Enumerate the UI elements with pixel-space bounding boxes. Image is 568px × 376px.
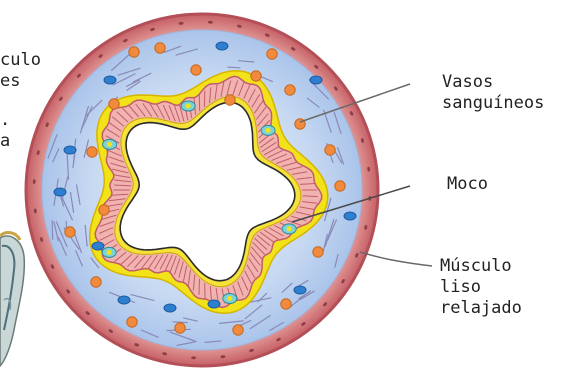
vessel-artery bbox=[155, 43, 165, 53]
vessel-artery bbox=[99, 205, 109, 215]
vessel-vein bbox=[294, 286, 306, 294]
label-line: Vasos bbox=[442, 72, 544, 93]
gland-mucus bbox=[227, 296, 232, 301]
vessel-artery bbox=[87, 147, 97, 157]
adjacent-structure-fragment bbox=[0, 233, 24, 366]
left-partial-line: culo bbox=[0, 50, 41, 71]
vessel-artery bbox=[251, 71, 261, 81]
vessel-vein bbox=[344, 212, 356, 220]
vessel-artery bbox=[191, 65, 201, 75]
connective-fiber bbox=[52, 221, 53, 240]
label-blood-vessels: Vasos sanguíneos bbox=[442, 72, 544, 114]
vessel-vein bbox=[310, 76, 322, 84]
gland-mucus bbox=[107, 142, 112, 147]
gland-mucus bbox=[186, 104, 191, 109]
left-partial-label: culo es . a bbox=[0, 50, 41, 152]
vessel-artery bbox=[175, 323, 185, 333]
gland-mucus bbox=[287, 226, 292, 231]
left-partial-line: a bbox=[0, 131, 41, 152]
vessel-artery bbox=[281, 299, 291, 309]
vessel-vein bbox=[216, 42, 228, 50]
vessel-vein bbox=[92, 242, 104, 250]
vessel-artery bbox=[325, 145, 335, 155]
leader-line-muscle bbox=[360, 252, 432, 266]
label-line: relajado bbox=[440, 298, 522, 319]
label-line: liso bbox=[440, 277, 522, 298]
vessel-vein bbox=[164, 304, 176, 312]
vessel-artery bbox=[65, 227, 75, 237]
left-partial-line: . bbox=[0, 110, 41, 131]
vessel-vein bbox=[104, 76, 116, 84]
vessel-artery bbox=[225, 95, 235, 105]
vessel-artery bbox=[127, 317, 137, 327]
vessel-vein bbox=[64, 146, 76, 154]
vessel-artery bbox=[313, 247, 323, 257]
vessel-artery bbox=[129, 47, 139, 57]
vessel-vein bbox=[208, 300, 220, 308]
vessel-artery bbox=[267, 49, 277, 59]
vessel-artery bbox=[285, 85, 295, 95]
label-line: Moco bbox=[447, 174, 488, 195]
vessel-vein bbox=[54, 188, 66, 196]
gland-mucus bbox=[107, 250, 112, 255]
vessel-artery bbox=[91, 277, 101, 287]
label-line: Músculo bbox=[440, 256, 522, 277]
vessel-vein bbox=[118, 296, 130, 304]
label-smooth-muscle: Músculo liso relajado bbox=[440, 256, 522, 319]
vessel-artery bbox=[233, 325, 243, 335]
connective-fiber bbox=[228, 67, 240, 68]
label-line: sanguíneos bbox=[442, 93, 544, 114]
label-mucus: Moco bbox=[447, 174, 488, 195]
gland-mucus bbox=[266, 128, 271, 133]
vessel-artery bbox=[109, 99, 119, 109]
epithelial-cell bbox=[199, 279, 200, 295]
vessel-artery bbox=[335, 181, 345, 191]
left-partial-line: es bbox=[0, 71, 41, 92]
